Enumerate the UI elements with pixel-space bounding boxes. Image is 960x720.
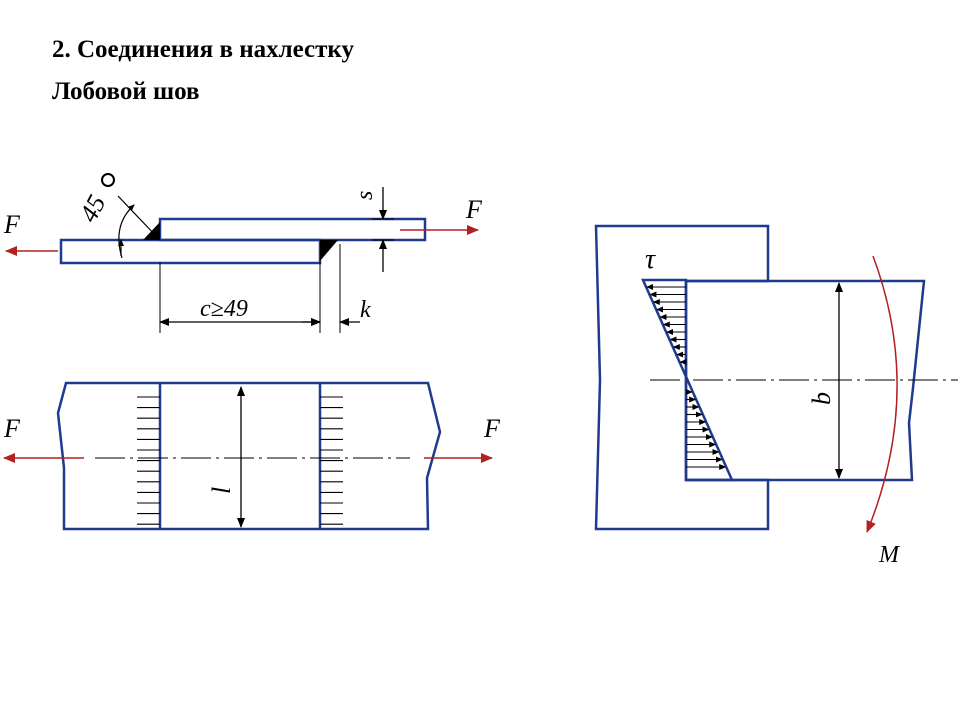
weld-hatch-right — [320, 396, 343, 525]
angle-leader — [117, 195, 159, 239]
force-label-left: F — [3, 210, 21, 239]
slide-subtitle: Лобовой шов — [52, 78, 200, 105]
moment-view: τ b M — [594, 224, 958, 568]
weld-hatch-left — [137, 396, 160, 525]
force-label-plan-left: F — [3, 414, 21, 443]
thickness-label: s — [352, 191, 378, 200]
lower-plate — [59, 238, 322, 265]
length-label: l — [207, 487, 236, 494]
stress-arrows — [646, 284, 727, 470]
width-label: b — [807, 392, 836, 405]
slide-title: 2. Соединения в нахлестку — [52, 36, 354, 63]
leg-label: k — [360, 297, 371, 323]
plate-plan-outline — [56, 381, 442, 531]
moment-arc — [866, 255, 898, 533]
force-label-plan-right: F — [483, 414, 501, 443]
overlap-label: c≥49 — [200, 296, 248, 322]
attached-plate — [686, 279, 926, 482]
gusset-plate — [594, 224, 770, 531]
moment-label: M — [878, 542, 901, 568]
degree-symbol — [101, 173, 115, 187]
stress-label: τ — [645, 244, 656, 275]
side-view: F F 45 s c≥49 k — [3, 173, 483, 333]
force-label-right: F — [465, 195, 483, 224]
angle-label: 45 — [74, 190, 112, 227]
right-fillet-weld — [320, 240, 338, 261]
upper-plate — [158, 217, 427, 242]
plan-view: F F l — [3, 381, 501, 531]
